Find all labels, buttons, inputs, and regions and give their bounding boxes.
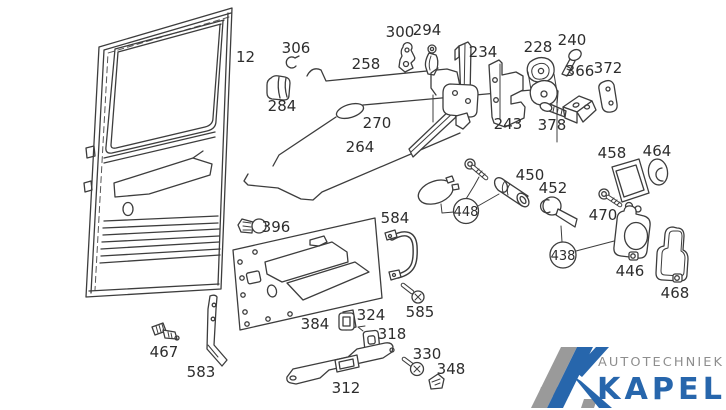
- part-448-bolt-drawing: [464, 158, 489, 181]
- callout-circle-438: [549, 241, 577, 269]
- part-label-448: 448: [454, 205, 479, 220]
- callout-leader-lines: [440, 176, 619, 252]
- part-366-bracket-drawing: [562, 95, 597, 124]
- part-label-384: 384: [301, 315, 330, 333]
- part-label-438: 438: [551, 249, 576, 264]
- part-labels: 12 306 284 258 300 294 234 228 240 366 3…: [150, 21, 690, 397]
- part-label-270: 270: [363, 114, 392, 132]
- part-label-284: 284: [268, 97, 297, 115]
- part-312-trim-drawing: [286, 342, 395, 385]
- part-label-468: 468: [661, 284, 690, 302]
- part-446-housing-drawing: [613, 201, 651, 261]
- part-468-gasket-drawing: [655, 226, 689, 283]
- brand-logo: AUTOTECHNIEK KAPEL: [531, 347, 726, 408]
- part-372-plate-drawing: [598, 79, 618, 113]
- callout-circle-448: [452, 197, 480, 225]
- part-label-446: 446: [616, 262, 645, 280]
- part-284-grommet-drawing: [266, 75, 291, 101]
- brand-name-bottom: KAPEL: [597, 372, 726, 407]
- part-label-318: 318: [378, 325, 407, 343]
- part-label-234: 234: [469, 43, 498, 61]
- brand-logo-emblem-icon: [531, 347, 612, 408]
- part-240-bolt-drawing: [561, 48, 582, 77]
- part-label-452: 452: [539, 179, 568, 197]
- part-label-300: 300: [386, 23, 415, 41]
- part-448-snapring-drawing: [417, 175, 460, 205]
- part-label-324: 324: [357, 306, 386, 324]
- part-300-lever-drawing: [398, 42, 416, 73]
- part-467-connector-drawing: [151, 322, 180, 341]
- part-label-378: 378: [538, 116, 567, 134]
- part-label-228: 228: [524, 38, 553, 56]
- part-label-396: 396: [262, 218, 291, 236]
- door-drawing: [83, 7, 233, 298]
- brand-name-top: AUTOTECHNIEK: [598, 354, 724, 369]
- part-label-450: 450: [516, 166, 545, 184]
- part-label-264: 264: [346, 138, 375, 156]
- part-228-striker-drawing: [526, 56, 558, 106]
- part-label-294: 294: [413, 21, 442, 39]
- part-458-plate-drawing: [611, 158, 650, 203]
- part-470-screw-drawing: [598, 188, 623, 208]
- part-384-panel-drawing: [232, 217, 383, 331]
- part-450-cylinder-drawing: [493, 177, 530, 208]
- part-306-clip-drawing: [285, 55, 300, 69]
- part-584-handle-drawing: [384, 229, 418, 281]
- part-464-gasket-drawing: [647, 158, 669, 186]
- part-label-312: 312: [332, 379, 361, 397]
- part-label-467: 467: [150, 343, 179, 361]
- part-label-585: 585: [406, 303, 435, 321]
- part-585-screw-drawing: [400, 282, 425, 304]
- part-label-366: 366: [566, 62, 595, 80]
- part-label-464: 464: [643, 142, 672, 160]
- part-452-lever-drawing: [539, 196, 578, 228]
- part-label-240: 240: [558, 31, 587, 49]
- part-label-470: 470: [589, 206, 618, 224]
- part-234-lock-drawing: [408, 41, 479, 158]
- part-label-583: 583: [187, 363, 216, 381]
- part-label-372: 372: [594, 59, 623, 77]
- part-243-latch-drawing: [488, 59, 526, 128]
- part-330-screw-drawing: [401, 356, 425, 377]
- part-583-bracket-drawing: [206, 294, 228, 367]
- part-396-clip-drawing: [237, 218, 267, 234]
- part-348-clip-drawing: [428, 373, 445, 390]
- part-label-458: 458: [598, 144, 627, 162]
- part-378-screw-drawing: [539, 102, 567, 118]
- part-label-348: 348: [437, 360, 466, 378]
- part-label-584: 584: [381, 209, 410, 227]
- part-324-bracket-drawing: [338, 309, 357, 331]
- part-label-330: 330: [413, 345, 442, 363]
- part-label-243: 243: [494, 115, 523, 133]
- part-294-link-drawing: [424, 44, 439, 76]
- part-label-258: 258: [352, 55, 381, 73]
- part-label-306: 306: [282, 39, 311, 57]
- part-label-12: 12: [236, 48, 255, 66]
- part-264-rod-drawing: [243, 132, 461, 201]
- part-258-rod-drawing: [306, 68, 461, 87]
